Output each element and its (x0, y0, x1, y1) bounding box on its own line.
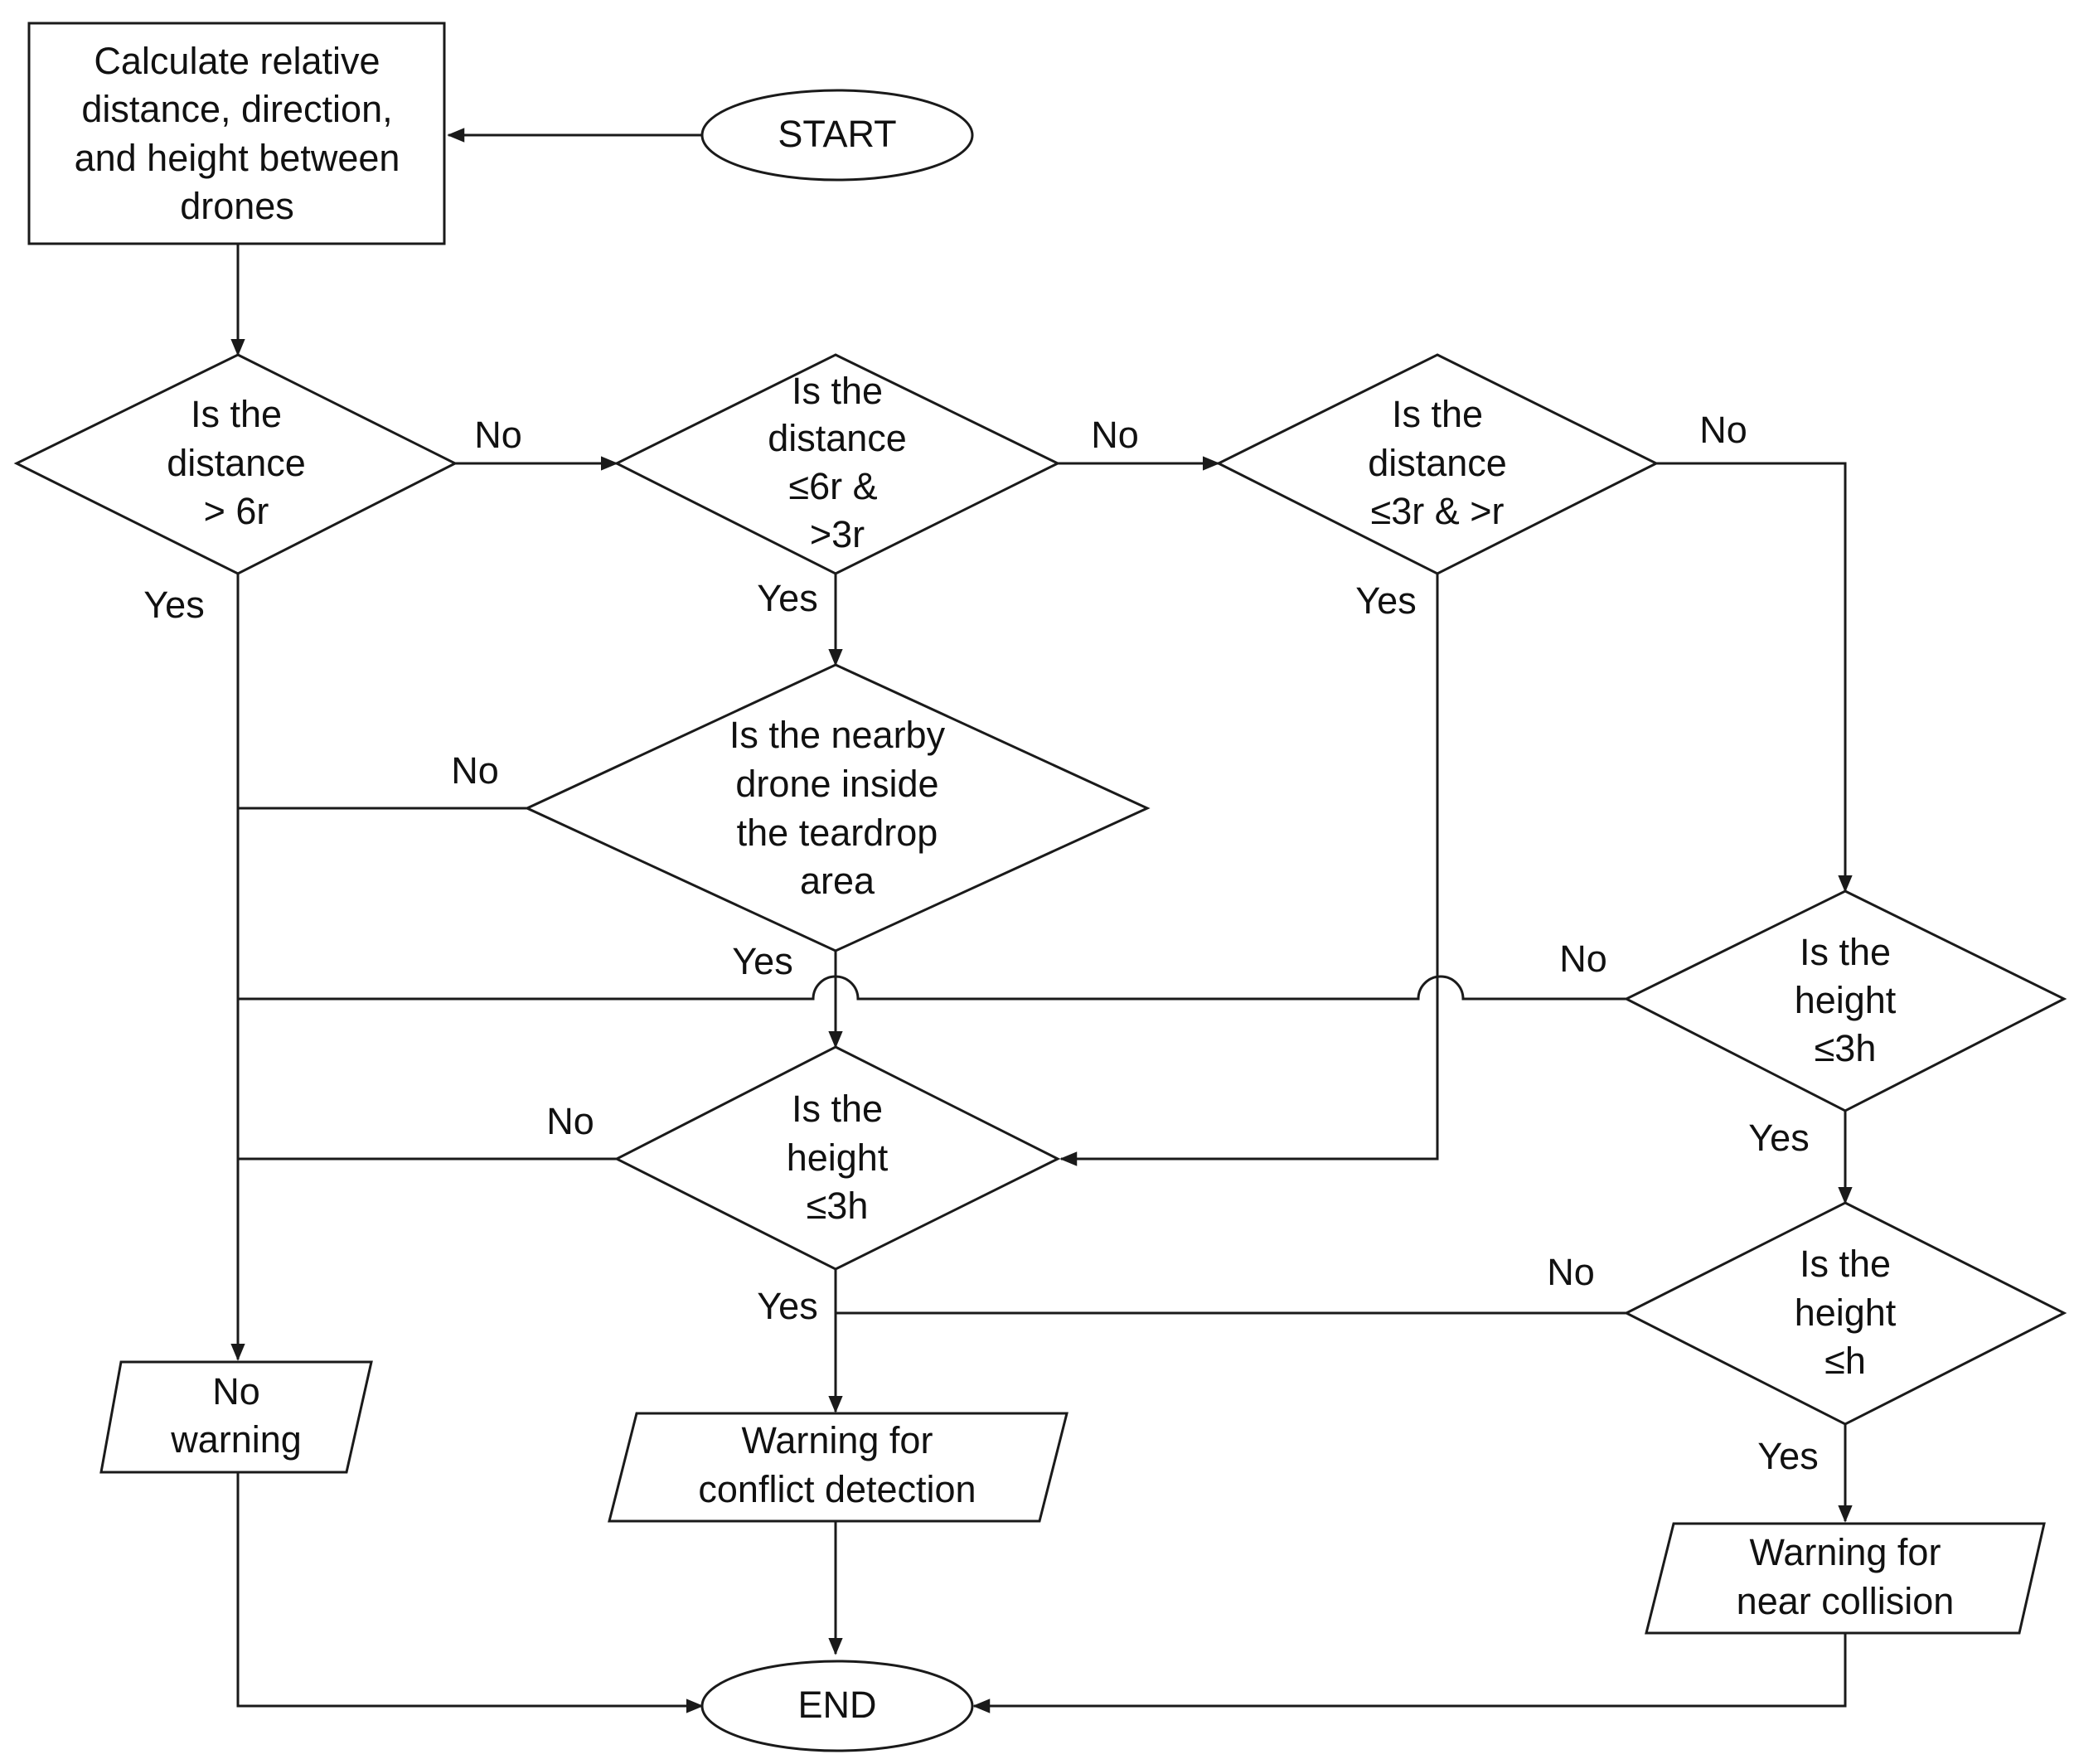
teardrop-line-1: Is the nearby (729, 714, 946, 756)
edge-h2-no-with-hops (238, 975, 1626, 1001)
teardrop-line-2: drone inside (735, 763, 938, 805)
decision-height-3h-right: Is the height ≤3h (1623, 889, 2067, 1112)
teardrop-line-3: the teardrop (737, 812, 938, 854)
d3-line-1: Is the (1392, 393, 1483, 435)
h3-line-2: height (1795, 1292, 1897, 1334)
output-near-collision-warning: Warning for near collision (1645, 1522, 2046, 1635)
output-no-warning: No warning (99, 1360, 373, 1474)
d1-line-3: > 6r (204, 490, 269, 532)
label-d2-yes: Yes (757, 577, 817, 619)
decision-distance-3r-r: Is the distance ≤3r & >r (1215, 353, 1660, 575)
d3-line-2: distance (1368, 442, 1507, 484)
label-d1-yes: Yes (143, 584, 204, 626)
output-conflict-warning: Warning for conflict detection (608, 1412, 1068, 1523)
near-line-2: near collision (1737, 1580, 1955, 1622)
conflict-line-2: conflict detection (698, 1468, 976, 1510)
decision-height-h: Is the height ≤h (1623, 1201, 2067, 1426)
edge-near-to-end (972, 1633, 1847, 1713)
label-teardrop-yes: Yes (732, 940, 792, 982)
nowarn-line-1: No (212, 1370, 260, 1413)
label-teardrop-no: No (451, 749, 499, 792)
label-d2-no: No (1091, 414, 1139, 456)
edge-d3-no (1656, 462, 1853, 893)
nowarn-line-2: warning (170, 1418, 302, 1461)
d3-line-3: ≤3r & >r (1371, 490, 1505, 532)
label-d3-yes: Yes (1355, 579, 1416, 622)
h1-line-3: ≤3h (807, 1185, 869, 1227)
decision-teardrop-area: Is the nearby drone inside the teardrop … (524, 663, 1151, 952)
d1-line-2: distance (167, 442, 306, 484)
h2-line-1: Is the (1800, 931, 1891, 973)
decision-distance-6r-3r: Is the distance ≤6r & >3r (613, 353, 1061, 575)
calc-line-4: drones (180, 185, 294, 227)
near-line-1: Warning for (1750, 1531, 1941, 1573)
edge-labels: No Yes No Yes No Yes No Yes No Yes No Ye… (143, 409, 1818, 1477)
label-h2-no: No (1559, 938, 1607, 980)
start-label: START (778, 113, 896, 155)
d2-line-1: Is the (792, 370, 883, 412)
connectors (230, 128, 1853, 1713)
h3-line-3: ≤h (1824, 1340, 1866, 1382)
d2-line-3: ≤6r & (788, 465, 877, 507)
h3-line-1: Is the (1800, 1243, 1891, 1285)
edge-nowarn-to-end (236, 1473, 704, 1713)
label-h3-yes: Yes (1757, 1435, 1818, 1477)
label-h3-no: No (1547, 1251, 1595, 1293)
h2-line-2: height (1795, 979, 1897, 1021)
calc-line-3: and height between (75, 137, 400, 179)
label-h1-no: No (546, 1100, 594, 1142)
d2-line-2: distance (768, 417, 907, 459)
decision-distance-gt-6r: Is the distance > 6r (13, 353, 458, 575)
label-d1-no: No (474, 414, 522, 456)
end-node: END (700, 1660, 974, 1752)
label-h2-yes: Yes (1748, 1117, 1809, 1159)
calc-line-1: Calculate relative (94, 40, 380, 82)
edge-d3-yes (1059, 574, 1439, 1166)
start-node: START (700, 89, 974, 182)
end-label: END (797, 1684, 876, 1726)
h1-line-2: height (787, 1136, 889, 1179)
label-d3-no: No (1699, 409, 1747, 451)
label-h1-yes: Yes (757, 1285, 817, 1327)
calc-line-2: distance, direction, (81, 88, 392, 130)
d2-line-4: >3r (810, 513, 865, 555)
d1-line-1: Is the (191, 393, 282, 435)
conflict-line-1: Warning for (742, 1419, 933, 1461)
h2-line-3: ≤3h (1815, 1027, 1877, 1069)
decision-height-3h-center: Is the height ≤3h (613, 1045, 1061, 1271)
teardrop-line-4: area (800, 860, 875, 902)
calculate-process-box: Calculate relative distance, direction, … (27, 22, 446, 245)
h1-line-1: Is the (792, 1088, 883, 1130)
